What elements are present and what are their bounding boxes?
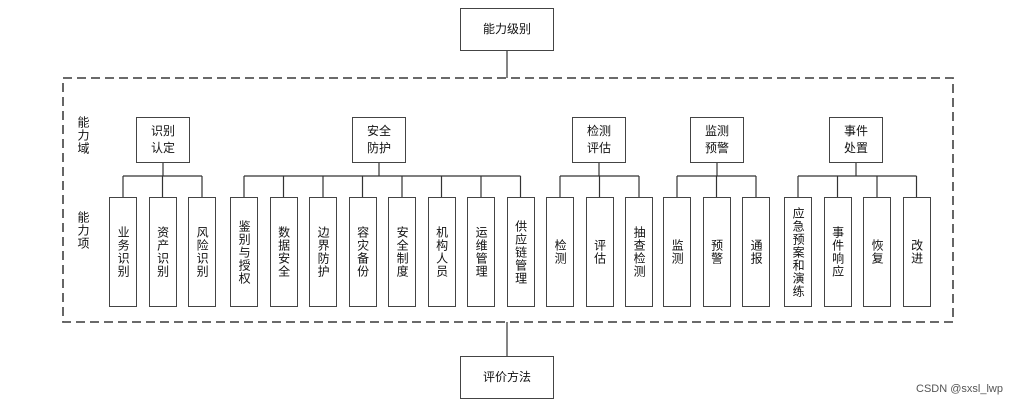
capability-item-box: 通报 xyxy=(742,197,770,307)
domain-label: 识别认定 xyxy=(150,124,175,155)
domain-box: 事件处置 xyxy=(829,117,883,163)
capability-item-label: 安全制度 xyxy=(395,226,410,278)
capability-item-box: 安全制度 xyxy=(388,197,416,307)
capability-item-box: 预警 xyxy=(702,197,731,307)
credit-text: CSDN @sxsl_lwp xyxy=(916,383,1003,395)
domain-label: 监测预警 xyxy=(704,124,729,155)
capability-item-box: 边界防护 xyxy=(309,197,337,307)
capability-item-label: 抽查检测 xyxy=(632,226,647,278)
capability-item-box: 监测 xyxy=(663,197,691,307)
capability-item-box: 运维管理 xyxy=(467,197,495,307)
capability-item-label: 机构人员 xyxy=(434,226,449,278)
capability-item-box: 事件响应 xyxy=(823,197,852,307)
domain-box: 识别认定 xyxy=(136,117,190,163)
capability-item-box: 评估 xyxy=(585,197,614,307)
capability-item-label: 事件响应 xyxy=(830,226,845,278)
capability-item-label: 供应链管理 xyxy=(513,219,528,285)
capability-item-box: 业务识别 xyxy=(109,197,137,307)
capability-level-box: 能力级别 xyxy=(460,8,554,51)
capability-item-box: 供应链管理 xyxy=(506,197,535,307)
capability-item-box: 容灾备份 xyxy=(348,197,377,307)
capability-item-box: 数据安全 xyxy=(269,197,298,307)
capability-item-label: 检测 xyxy=(553,239,568,265)
capability-item-label: 预警 xyxy=(709,239,724,265)
domain-box: 监测预警 xyxy=(690,117,744,163)
domain-label: 检测评估 xyxy=(586,124,611,155)
domain-label: 事件处置 xyxy=(843,124,868,155)
capability-item-label: 业务识别 xyxy=(116,226,131,278)
capability-item-box: 恢复 xyxy=(863,197,891,307)
capability-item-box: 鉴别与授权 xyxy=(230,197,258,307)
capability-item-label: 改进 xyxy=(909,239,924,265)
capability-item-label: 通报 xyxy=(749,239,764,265)
domain-label: 安全防护 xyxy=(366,124,391,155)
capability-item-label: 应急预案和演练 xyxy=(791,206,806,298)
capability-item-box: 抽查检测 xyxy=(625,197,653,307)
capability-item-box: 应急预案和演练 xyxy=(784,197,812,307)
capability-item-label: 鉴别与授权 xyxy=(237,219,252,285)
capability-item-box: 改进 xyxy=(902,197,931,307)
side-label-domain: 能力域 xyxy=(76,116,90,155)
capability-item-label: 风险识别 xyxy=(195,226,210,278)
capability-item-box: 资产识别 xyxy=(148,197,177,307)
capability-item-label: 边界防护 xyxy=(316,226,331,278)
capability-item-label: 数据安全 xyxy=(276,226,291,278)
capability-item-label: 恢复 xyxy=(870,239,885,265)
capability-item-box: 风险识别 xyxy=(188,197,216,307)
capability-item-box: 检测 xyxy=(546,197,574,307)
dashed-frame xyxy=(62,77,954,323)
side-label-items: 能力项 xyxy=(76,211,90,250)
capability-item-label: 资产识别 xyxy=(155,226,170,278)
capability-item-box: 机构人员 xyxy=(427,197,456,307)
domain-box: 检测评估 xyxy=(572,117,626,163)
capability-item-label: 监测 xyxy=(670,239,685,265)
capability-item-label: 评估 xyxy=(592,239,607,265)
capability-item-label: 容灾备份 xyxy=(355,226,370,278)
evaluation-method-box: 评价方法 xyxy=(460,356,554,399)
capability-item-label: 运维管理 xyxy=(474,226,489,278)
domain-box: 安全防护 xyxy=(352,117,406,163)
